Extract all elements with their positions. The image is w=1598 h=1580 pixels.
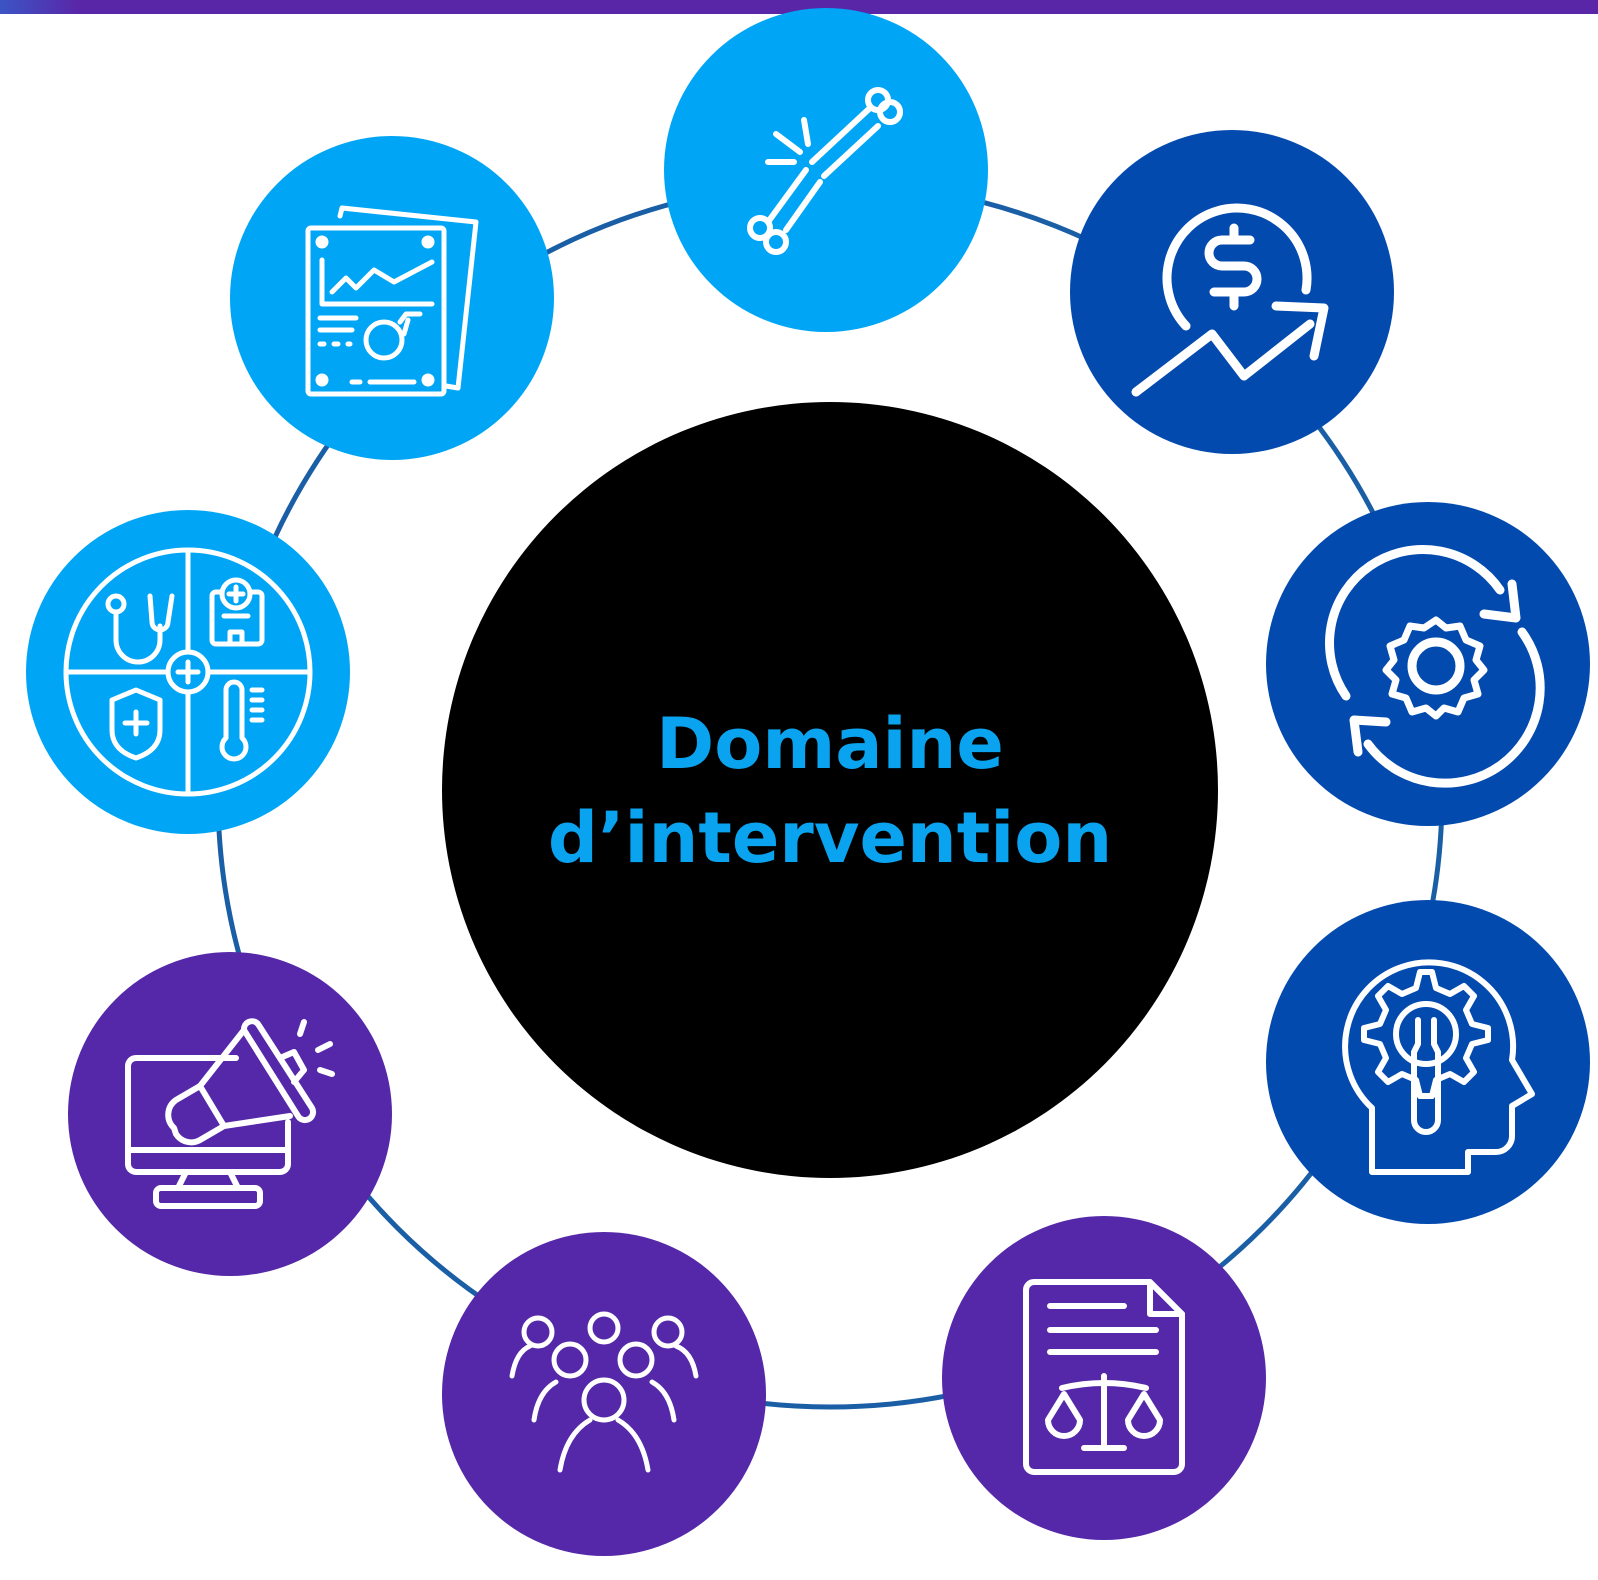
center-title-line1: Domaine xyxy=(656,703,1004,785)
node-circle xyxy=(68,952,392,1276)
gear-cycle-icon xyxy=(1325,545,1545,788)
head-gear-wrench-icon xyxy=(1342,959,1535,1175)
health-quadrant-icon xyxy=(63,547,313,797)
center-hub: Domaine d’intervention xyxy=(442,402,1218,1178)
node-data-report xyxy=(230,136,554,460)
node-legal-document xyxy=(942,1216,1266,1540)
node-process-gear xyxy=(1266,502,1590,826)
people-group-icon xyxy=(509,1311,699,1473)
node-circle xyxy=(442,1232,766,1556)
center-title-line2: d’intervention xyxy=(548,797,1112,879)
broken-bone-icon xyxy=(747,87,903,255)
node-broken-bone xyxy=(664,8,988,332)
top-bar xyxy=(0,0,1598,14)
document-scale-icon xyxy=(1023,1279,1185,1475)
node-circle xyxy=(230,136,554,460)
node-community xyxy=(442,1232,766,1556)
center-circle xyxy=(442,402,1218,1178)
node-expertise xyxy=(1266,900,1590,1224)
node-digital-marketing xyxy=(68,952,392,1276)
dollar-growth-icon xyxy=(1131,203,1329,397)
node-finance-growth xyxy=(1070,130,1394,454)
report-chart-icon xyxy=(305,205,479,397)
node-circle xyxy=(664,8,988,332)
monitor-megaphone-icon xyxy=(125,1018,335,1209)
node-healthcare xyxy=(26,510,350,834)
